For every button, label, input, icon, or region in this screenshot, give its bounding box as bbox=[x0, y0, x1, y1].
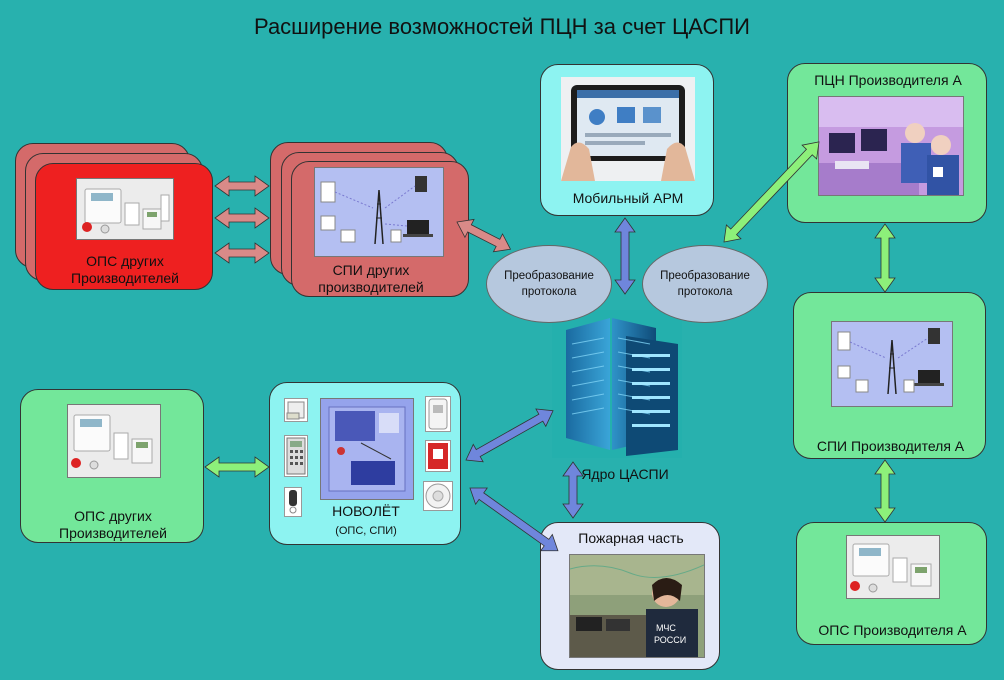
novolet-sublabel: (ОПС, СПИ) bbox=[335, 525, 397, 537]
arrow-novolet-core-blue bbox=[465, 408, 554, 463]
keypad-image bbox=[284, 435, 308, 477]
arrow-spi-ops-green bbox=[874, 459, 896, 523]
spi-a-label: СПИ Производителя А bbox=[816, 438, 965, 454]
dispatcher-image: МЧС РОССИ bbox=[569, 554, 705, 658]
fire-dept-node[interactable]: Пожарная часть МЧС РОССИ bbox=[540, 522, 720, 670]
ops-a-label: ОПС Производителя А bbox=[818, 622, 967, 638]
arrow-mobile-core-blue bbox=[614, 217, 636, 295]
ops-other-green-label-2: Производителей bbox=[59, 525, 167, 541]
key-fob-image bbox=[284, 487, 302, 517]
page-title: Расширение возможностей ПЦН за счет ЦАСП… bbox=[254, 14, 750, 39]
ops-other-red-node[interactable]: ОПС других Производителей bbox=[35, 163, 213, 290]
badge-line-1: МЧС bbox=[656, 623, 676, 633]
ops-a-node[interactable]: ОПС Производителя А bbox=[796, 522, 987, 645]
ops-a-devices-image bbox=[846, 535, 940, 599]
core-label: Ядро ЦАСПИ bbox=[581, 466, 669, 482]
badge-line-2: РОССИ bbox=[654, 635, 686, 645]
arrow-ops-spi-red-1 bbox=[214, 175, 270, 197]
spi-other-red-label-2: производителей bbox=[318, 279, 424, 295]
spi-a-network-image bbox=[831, 321, 953, 407]
protocol-converter-left-line-1: Преобразование bbox=[504, 270, 594, 282]
operators-room-image bbox=[818, 96, 964, 196]
alarm-panel-image bbox=[76, 178, 174, 240]
ops-other-red-label-2: Производителей bbox=[71, 270, 179, 286]
spi-a-node[interactable]: СПИ Производителя А bbox=[793, 292, 986, 459]
ops-other-green-label-1: ОПС других bbox=[74, 508, 152, 524]
protocol-converter-right-line-2: протокола bbox=[677, 286, 733, 298]
card-reader-image bbox=[284, 398, 308, 422]
arrow-ops-novolet-green bbox=[204, 456, 270, 478]
spi-network-image bbox=[314, 167, 444, 257]
novolet-panel-image bbox=[320, 398, 414, 500]
server-rack-image bbox=[552, 310, 682, 458]
ops-other-green-node[interactable]: ОПС других Производителей bbox=[20, 389, 204, 543]
smoke-detector-image bbox=[423, 481, 453, 511]
novolet-node[interactable]: НОВОЛЁТ (ОПС, СПИ) bbox=[269, 382, 461, 545]
arrow-ops-spi-red-2 bbox=[214, 207, 270, 229]
spi-other-red-node[interactable]: СПИ других производителей bbox=[291, 161, 469, 297]
ops-other-red-label-1: ОПС других bbox=[86, 253, 164, 269]
arrow-pcn-spi-green bbox=[874, 223, 896, 293]
motion-sensor-image bbox=[425, 396, 451, 432]
fire-dept-label: Пожарная часть bbox=[578, 530, 684, 546]
ops-other-devices-image bbox=[67, 404, 161, 478]
mobile-arm-label: Мобильный АРМ bbox=[572, 190, 684, 206]
fire-call-point-image bbox=[425, 440, 451, 472]
protocol-converter-left-line-2: протокола bbox=[521, 286, 577, 298]
spi-other-red-label-1: СПИ других bbox=[332, 262, 410, 278]
novolet-label: НОВОЛЁТ bbox=[332, 503, 400, 519]
arrow-ops-spi-red-3 bbox=[214, 242, 270, 264]
pcn-a-node[interactable]: ПЦН Производителя А bbox=[787, 63, 987, 223]
pcn-a-label: ПЦН Производителя А bbox=[814, 72, 962, 88]
protocol-converter-left[interactable]: Преобразование протокола bbox=[486, 245, 612, 323]
protocol-converter-right[interactable]: Преобразование протокола bbox=[642, 245, 768, 323]
tablet-image bbox=[561, 77, 695, 181]
protocol-converter-right-line-1: Преобразование bbox=[660, 270, 750, 282]
mobile-arm-node[interactable]: Мобильный АРМ bbox=[540, 64, 714, 216]
